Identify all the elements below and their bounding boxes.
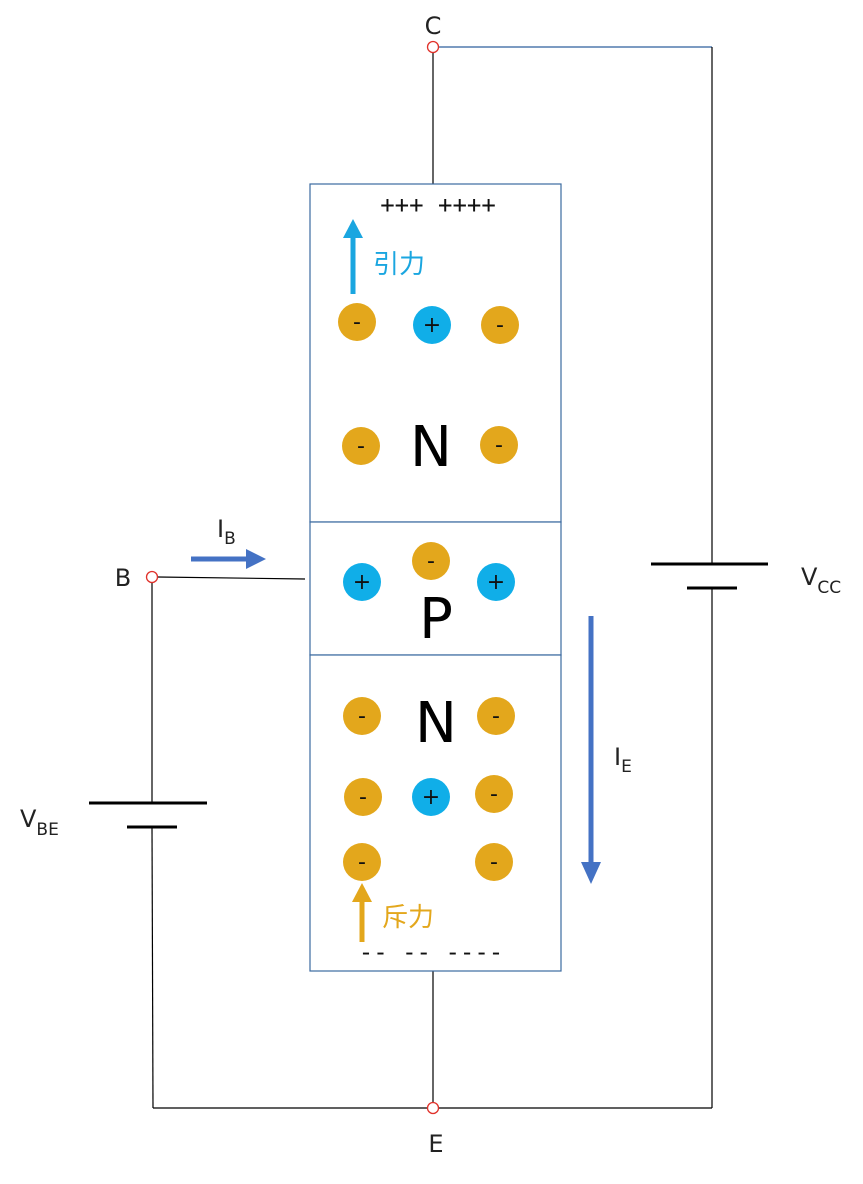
electron-circle bbox=[477, 697, 515, 735]
electron-carrier: - bbox=[481, 306, 519, 344]
circuit-wires bbox=[151, 46, 713, 1109]
vbe-label: VBE bbox=[20, 805, 59, 840]
region-top-label: N bbox=[410, 415, 452, 480]
charge-carriers: - + - - - - + + - - - + - - - bbox=[338, 303, 519, 881]
electron-carrier: - bbox=[412, 542, 450, 580]
vcc-label: VCC bbox=[801, 563, 841, 598]
emitter-current-arrow bbox=[581, 616, 601, 884]
battery-vbe-symbol bbox=[89, 801, 207, 829]
hole-sign: + bbox=[353, 570, 371, 595]
hole-sign: + bbox=[423, 313, 441, 338]
collector-label: C bbox=[425, 12, 442, 40]
base-current-arrow bbox=[191, 549, 266, 569]
hole-circle bbox=[343, 563, 381, 601]
base-terminal bbox=[145, 570, 159, 584]
region-bottom-label: N bbox=[415, 691, 457, 756]
electron-sign: - bbox=[492, 704, 500, 729]
electron-carrier: - bbox=[343, 697, 381, 735]
battery-vcc-symbol bbox=[651, 562, 768, 590]
repulsion-label: 斥力 bbox=[382, 903, 434, 933]
hole-carrier: + bbox=[412, 778, 450, 816]
wire-vbe-lower bbox=[151, 826, 154, 1109]
electron-sign: - bbox=[358, 704, 366, 729]
electron-circle bbox=[480, 426, 518, 464]
hole-carrier: + bbox=[413, 306, 451, 344]
electron-sign: - bbox=[358, 850, 366, 875]
hole-circle bbox=[412, 778, 450, 816]
emitter-label: E bbox=[428, 1130, 443, 1158]
region-middle-label: P bbox=[419, 587, 453, 652]
electron-carrier: - bbox=[344, 778, 382, 816]
electron-circle bbox=[481, 306, 519, 344]
emitter-terminal bbox=[426, 1101, 440, 1115]
electron-carrier: - bbox=[475, 843, 513, 881]
electron-sign: - bbox=[353, 310, 361, 335]
hole-circle bbox=[477, 563, 515, 601]
electron-circle bbox=[475, 775, 513, 813]
electron-carrier: - bbox=[475, 775, 513, 813]
electron-sign: - bbox=[496, 313, 504, 338]
bottom-edge-charges: -- -- ---- bbox=[359, 938, 504, 966]
hole-circle bbox=[413, 306, 451, 344]
electron-sign: - bbox=[357, 434, 365, 459]
hole-sign: + bbox=[487, 570, 505, 595]
base-current-label: IB bbox=[217, 515, 236, 549]
electron-carrier: - bbox=[477, 697, 515, 735]
attraction-label: 引力 bbox=[373, 250, 425, 280]
wire-base-right bbox=[157, 576, 306, 580]
electron-circle bbox=[338, 303, 376, 341]
electron-circle bbox=[343, 843, 381, 881]
electron-circle bbox=[344, 778, 382, 816]
hole-carrier: + bbox=[477, 563, 515, 601]
electron-circle bbox=[343, 697, 381, 735]
electron-sign: - bbox=[490, 850, 498, 875]
hole-carrier: + bbox=[343, 563, 381, 601]
electron-sign: - bbox=[359, 785, 367, 810]
electron-circle bbox=[342, 427, 380, 465]
electron-circle bbox=[412, 542, 450, 580]
electron-carrier: - bbox=[338, 303, 376, 341]
electron-carrier: - bbox=[343, 843, 381, 881]
electron-sign: - bbox=[495, 433, 503, 458]
attraction-arrow bbox=[343, 219, 363, 294]
electron-sign: - bbox=[490, 782, 498, 807]
emitter-current-label: IE bbox=[614, 743, 632, 777]
repulsion-arrow bbox=[352, 883, 372, 942]
collector-terminal bbox=[426, 40, 440, 54]
electron-carrier: - bbox=[480, 426, 518, 464]
top-edge-charges: +++ ++++ bbox=[380, 191, 496, 219]
electron-carrier: - bbox=[342, 427, 380, 465]
base-label: B bbox=[115, 564, 131, 592]
hole-sign: + bbox=[422, 785, 440, 810]
electron-sign: - bbox=[427, 549, 435, 574]
electron-circle bbox=[475, 843, 513, 881]
